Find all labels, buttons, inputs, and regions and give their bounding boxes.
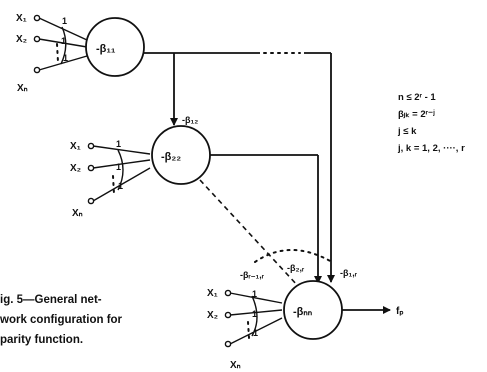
input-label: X₂ [16, 34, 27, 45]
weight-label: 1 [252, 309, 257, 319]
note-line: j, k = 1, 2, ····, r [397, 143, 465, 154]
input-terminal [33, 35, 41, 43]
input-terminal [224, 311, 232, 319]
note-line: βⱼₖ = 2ʳ⁻ʲ [398, 109, 435, 120]
input-label: Xₙ [17, 83, 28, 94]
threshold-label: -β₁₁ [96, 43, 116, 55]
weight-label: 1 [253, 328, 258, 338]
threshold-label: -βₙₙ [293, 306, 313, 318]
input-terminal [224, 340, 232, 348]
threshold-label: -β₂₂ [161, 151, 181, 163]
input-terminal [224, 289, 232, 297]
note-line: n ≤ 2ʳ - 1 [398, 92, 436, 103]
input-label: Xₙ [230, 360, 241, 371]
edge-weight-label: -β₂,ᵣ [287, 263, 305, 273]
input-terminal [33, 66, 41, 74]
note-line: j ≤ k [397, 126, 417, 137]
figure-caption: ig. 5—General net- work configuration fo… [0, 294, 123, 346]
neuron-circle [85, 17, 145, 77]
input-terminal [87, 164, 95, 172]
edge-dashed [199, 179, 299, 287]
weight-label: 1 [116, 139, 121, 149]
conditions-notes: n ≤ 2ʳ - 1 βⱼₖ = 2ʳ⁻ʲ j ≤ k j, k = 1, 2,… [397, 92, 465, 154]
weight-label: 1 [63, 53, 68, 63]
input-terminal [87, 197, 95, 205]
input-terminal [87, 142, 95, 150]
weight-label: 1 [116, 162, 121, 172]
input-label: X₁ [70, 141, 81, 152]
weight-label: 1 [61, 36, 66, 46]
input-label: X₂ [70, 163, 81, 174]
node-3: X₁ X₂ Xₙ 1 1 1 -βₙₙ [207, 280, 343, 371]
weight-label: 1 [62, 16, 67, 26]
caption-line: ig. 5—General net- [0, 294, 102, 306]
output-label: fₚ [396, 306, 404, 317]
weight-label: 1 [252, 289, 257, 299]
input-terminal [33, 14, 41, 22]
input-label: X₁ [16, 13, 27, 24]
caption-line: work configuration for [0, 314, 123, 326]
edge-weight-label: -β₁,ᵣ [340, 268, 358, 278]
input-label: X₂ [207, 310, 218, 321]
weight-label: 1 [118, 181, 123, 191]
node-2: X₁ X₂ Xₙ 1 1 1 -β₂₂ [70, 125, 211, 219]
caption-line: parity function. [0, 334, 83, 346]
input-label: Xₙ [72, 208, 83, 219]
edge-weight-label: -β₁₂ [182, 115, 198, 125]
edge-weight-label: -βᵣ₋₁,ᵣ [240, 270, 265, 280]
node-1: X₁ X₂ Xₙ 1 1 1 -β₁₁ [16, 13, 145, 94]
input-label: X₁ [207, 288, 218, 299]
